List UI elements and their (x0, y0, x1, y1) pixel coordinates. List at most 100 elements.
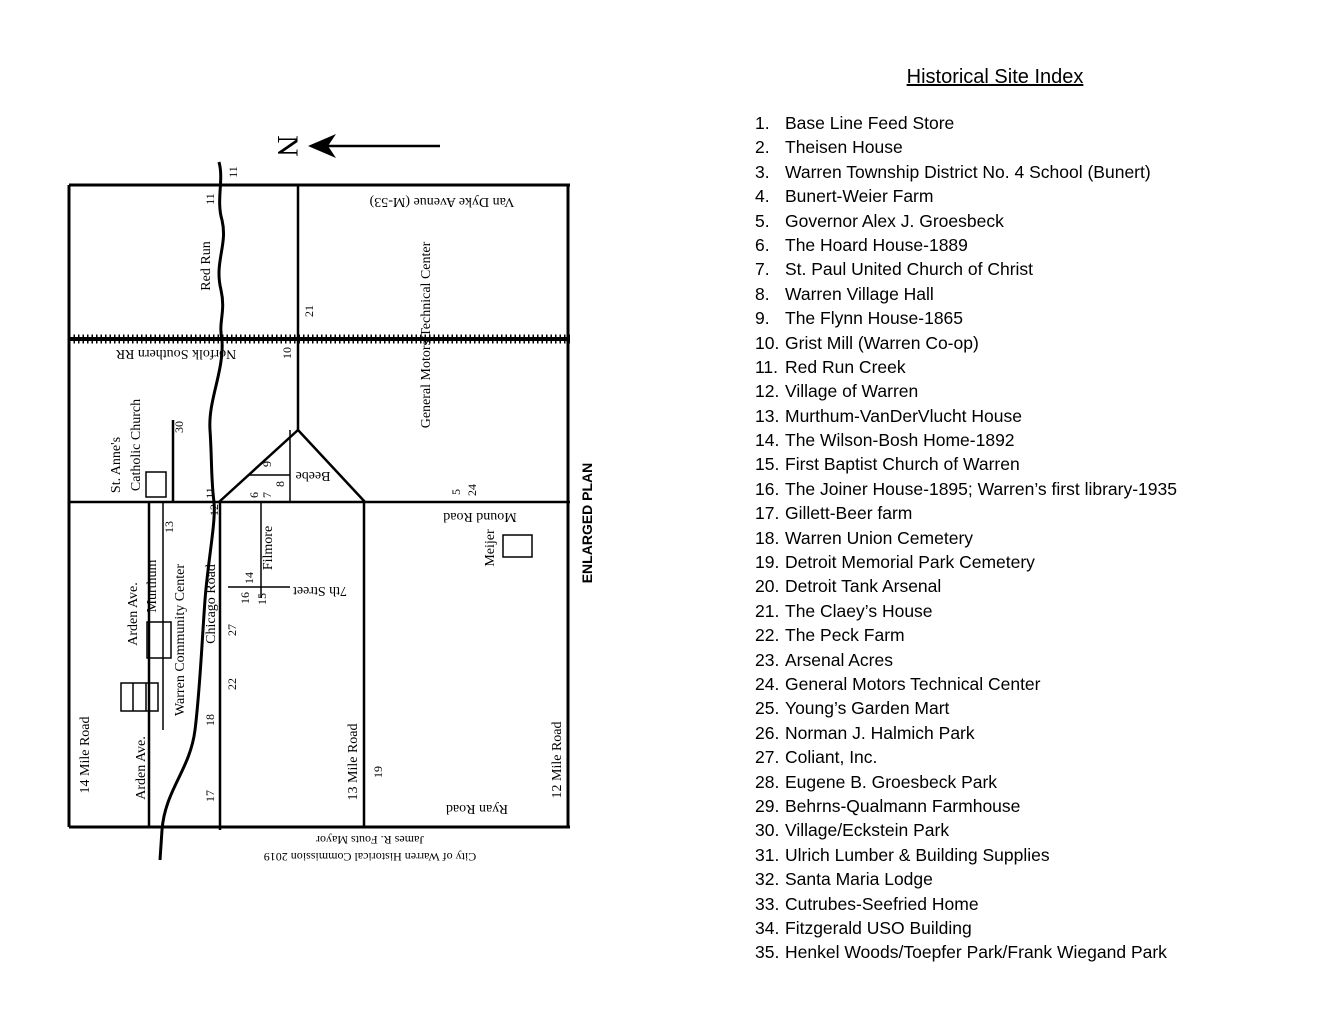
red-run-creek (158, 161, 225, 861)
site-index-item: 18.Warren Union Cemetery (755, 526, 1177, 550)
site-marker-21: 21 (302, 305, 316, 317)
site-marker-30: 30 (172, 421, 186, 433)
ryan-road-label: Ryan Road (446, 801, 508, 816)
site-index-label: The Joiner House-1895; Warren’s first li… (785, 478, 1177, 499)
site-index-item: 1. Base Line Feed Store (755, 111, 1177, 135)
meijer-building (502, 534, 533, 558)
site-index-item: 25.Young’s Garden Mart (755, 696, 1177, 720)
site-index-item: 15.First Baptist Church of Warren (755, 452, 1177, 476)
red-run-label: Red Run (199, 241, 214, 290)
site-index-item: 2. Theisen House (755, 135, 1177, 159)
site-index-number: 8. (755, 283, 770, 304)
site-index-number: 15. (755, 454, 780, 475)
site-marker-19: 19 (371, 766, 385, 778)
site-index-label: Warren Township District No. 4 School (B… (785, 161, 1151, 182)
st-annes-label-line1: St. Anne's (109, 437, 124, 493)
site-index-number: 31. (755, 844, 780, 865)
site-index-label: Village of Warren (785, 381, 919, 402)
site-index-item: 14.The Wilson-Bosh Home-1892 (755, 428, 1177, 452)
site-index-item: 26.Norman J. Halmich Park (755, 721, 1177, 745)
st-annes-label-line2: Catholic Church (129, 399, 144, 491)
site-index-label: General Motors Technical Center (785, 673, 1041, 694)
filmore-label: Filmore (261, 526, 276, 570)
site-index-label: Warren Union Cemetery (785, 527, 974, 548)
site-index-number: 12. (755, 381, 780, 402)
van-dyke-label: Van Dyke Avenue (M-53) (369, 194, 514, 209)
site-index-label: Warren Village Hall (785, 283, 934, 304)
site-index-number: 16. (755, 478, 780, 499)
site-index-label: Cutrubes-Seefried Home (785, 893, 979, 914)
site-index-label: Grist Mill (Warren Co-op) (785, 332, 979, 353)
site-marker-16: 16 (238, 592, 252, 604)
site-index-label: Ulrich Lumber & Building Supplies (785, 844, 1050, 865)
site-index-item: 8. Warren Village Hall (755, 282, 1177, 306)
site-index-item: 23.Arsenal Acres (755, 648, 1177, 672)
site-index-item: 3. Warren Township District No. 4 School … (755, 160, 1177, 184)
site-index-number: 1. (755, 113, 770, 133)
site-index-item: 13.Murthum-VanDerVlucht House (755, 404, 1177, 428)
site-index-item: 10.Grist Mill (Warren Co-op) (755, 331, 1177, 355)
site-index-item: 22.The Peck Farm (755, 623, 1177, 647)
site-index-number: 2. (755, 137, 770, 158)
site-marker-12: 12 (207, 504, 221, 516)
north-label: N (271, 135, 304, 157)
site-index-number: 3. (755, 161, 770, 182)
site-index-number: 27. (755, 747, 780, 768)
site-index-label: Red Run Creek (785, 356, 906, 377)
arden-bottom-label: Arden Ave. (134, 736, 149, 800)
site-marker-9: 9 (260, 461, 274, 467)
credit-line1: City of Warren Historical Commission 201… (264, 850, 476, 864)
site-index-label: The Hoard House-1889 (785, 234, 968, 255)
site-index-label: Base Line Feed Store (785, 113, 955, 133)
warren-cc-label: Warren Community Center (173, 564, 188, 716)
site-marker-8: 8 (273, 481, 287, 487)
site-index-item: 24.General Motors Technical Center (755, 672, 1177, 696)
site-index-number: 30. (755, 820, 780, 841)
site-index-number: 20. (755, 576, 780, 597)
site-index-item: 17.Gillett-Beer farm (755, 501, 1177, 525)
site-index-item: 12.Village of Warren (755, 379, 1177, 403)
site-index-item: 11. Red Run Creek (755, 355, 1177, 379)
site-index-number: 17. (755, 503, 780, 524)
site-marker-27: 27 (225, 624, 239, 636)
site-index-label: Bunert-Weier Farm (785, 186, 934, 207)
fourteen-mile-label: 14 Mile Road (78, 717, 93, 794)
site-index-number: 14. (755, 430, 780, 451)
site-index-number: 24. (755, 673, 780, 694)
gm-tech-label: General Motors Technical Center (419, 241, 434, 428)
meijer-label: Meijer (483, 529, 498, 567)
site-index-label: Arsenal Acres (785, 649, 893, 670)
site-index-label: The Claey’s House (785, 600, 933, 621)
credit-line2: James R. Fouts Mayor (316, 833, 424, 847)
site-index-label: Theisen House (785, 137, 903, 158)
beebe-label: Beebe (296, 468, 331, 483)
site-index-label: Henkel Woods/Toepfer Park/Frank Wiegand … (785, 942, 1167, 963)
site-index-label: Young’s Garden Mart (785, 698, 950, 719)
site-marker-11: 11 (203, 193, 217, 205)
map-buildings (120, 471, 533, 712)
site-index-item: 34.Fitzgerald USO Building (755, 916, 1177, 940)
site-index-number: 28. (755, 771, 780, 792)
site-index-label: Fitzgerald USO Building (785, 917, 972, 938)
site-index-item: 21.The Claey’s House (755, 599, 1177, 623)
site-marker-6: 6 (247, 492, 261, 498)
site-index-label: First Baptist Church of Warren (785, 454, 1020, 475)
site-marker-18: 18 (203, 714, 217, 726)
site-index-number: 35. (755, 942, 780, 963)
site-index-item: 9.The Flynn House-1865 (755, 306, 1177, 330)
site-index-number: 5. (755, 210, 770, 231)
map-frame (67, 183, 570, 829)
site-index-item: 6.The Hoard House-1889 (755, 233, 1177, 257)
site-marker-11: 11 (203, 487, 217, 499)
site-index-label: Behrns-Qualmann Farmhouse (785, 795, 1021, 816)
site-index-label: Norman J. Halmich Park (785, 722, 975, 743)
site-index-number: 11. (755, 356, 779, 377)
site-index-item: 31.Ulrich Lumber & Building Supplies (755, 843, 1177, 867)
site-index-label: The Peck Farm (785, 625, 905, 646)
site-index-label: The Wilson-Bosh Home-1892 (785, 430, 1015, 451)
site-index-label: Detroit Tank Arsenal (785, 576, 942, 597)
site-index-number: 23. (755, 649, 780, 670)
site-index-number: 32. (755, 869, 780, 890)
site-index-item: 30.Village/Eckstein Park (755, 818, 1177, 842)
site-index-item: 32.Santa Maria Lodge (755, 867, 1177, 891)
